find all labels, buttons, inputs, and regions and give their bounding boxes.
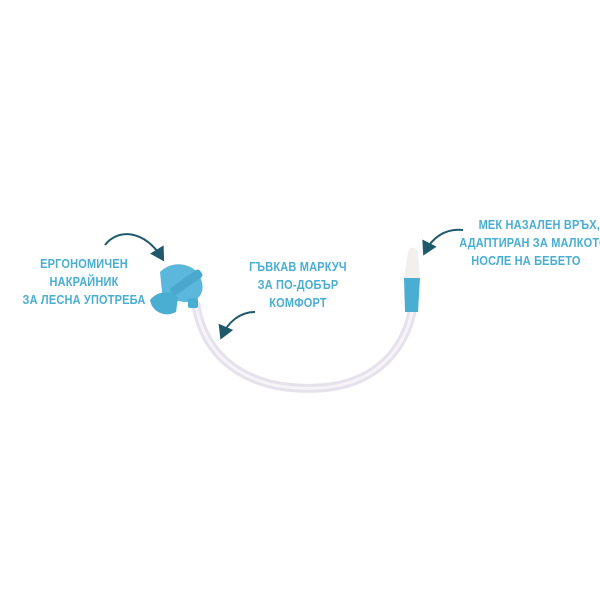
annotation-line: ГЪВКАВ МАРКУЧ: [249, 260, 347, 274]
arrow-tube-icon: [218, 311, 256, 340]
annotation-line: МЕК НАЗАЛЕН ВРЪХ,: [478, 218, 600, 232]
handle-annotation: ЕРГОНОМИЧЕН НАКРАЙНИК ЗА ЛЕСНА УПОТРЕБА: [22, 255, 146, 309]
arrow-tip-icon: [422, 228, 464, 256]
annotation-line: АДАПТИРАН ЗА МАЛКОТО: [459, 236, 600, 250]
tube-annotation: ГЪВКАВ МАРКУЧ ЗА ПО-ДОБЪР КОМФОРТ: [236, 258, 359, 312]
tip-annotation: МЕК НАЗАЛЕН ВРЪХ, АДАПТИРАН ЗА МАЛКОТО Н…: [459, 216, 600, 270]
ergonomic-mouthpiece: [150, 264, 203, 315]
flexible-tube: [191, 300, 417, 393]
nasal-tip: [404, 247, 420, 312]
annotation-line: ЕРГОНОМИЧЕН: [40, 257, 128, 271]
annotation-line: НОСЛЕ НА БЕБЕТО: [471, 254, 581, 268]
annotation-line: ЗА ЛЕСНА УПОТРЕБА: [22, 293, 146, 307]
annotation-line: ЗА ПО-ДОБЪР: [257, 278, 339, 292]
arrow-handle-icon: [104, 233, 165, 262]
annotation-line: НАКРАЙНИК: [49, 275, 119, 289]
annotation-line: КОМФОРТ: [269, 296, 327, 310]
